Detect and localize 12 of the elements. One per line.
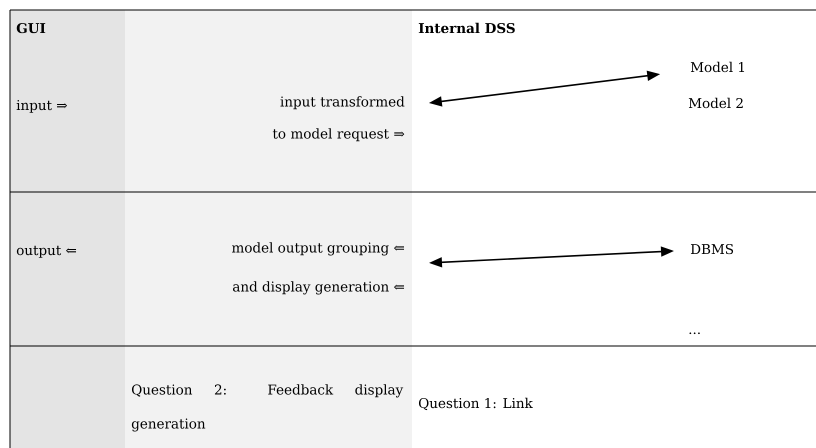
- cell-text: Question 2: Feedback display generation: [132, 384, 404, 432]
- cell-text: Question 1: Link: [418, 398, 533, 410]
- component-label: Model 2: [688, 98, 743, 108]
- component-label: DBMS: [690, 244, 734, 254]
- component-label: Model 1: [690, 62, 744, 72]
- cell-text: model output grouping ⇐ and display generation ⇐: [232, 242, 404, 294]
- ellipsis-text: ...: [689, 332, 700, 334]
- row-label: input ⇒: [16, 100, 68, 113]
- column-heading: Internal DSS: [418, 22, 515, 34]
- row-label: output ⇐: [16, 246, 76, 258]
- cell-text: input transformed to model request ⇒: [272, 96, 404, 142]
- column-heading: GUI: [16, 22, 46, 34]
